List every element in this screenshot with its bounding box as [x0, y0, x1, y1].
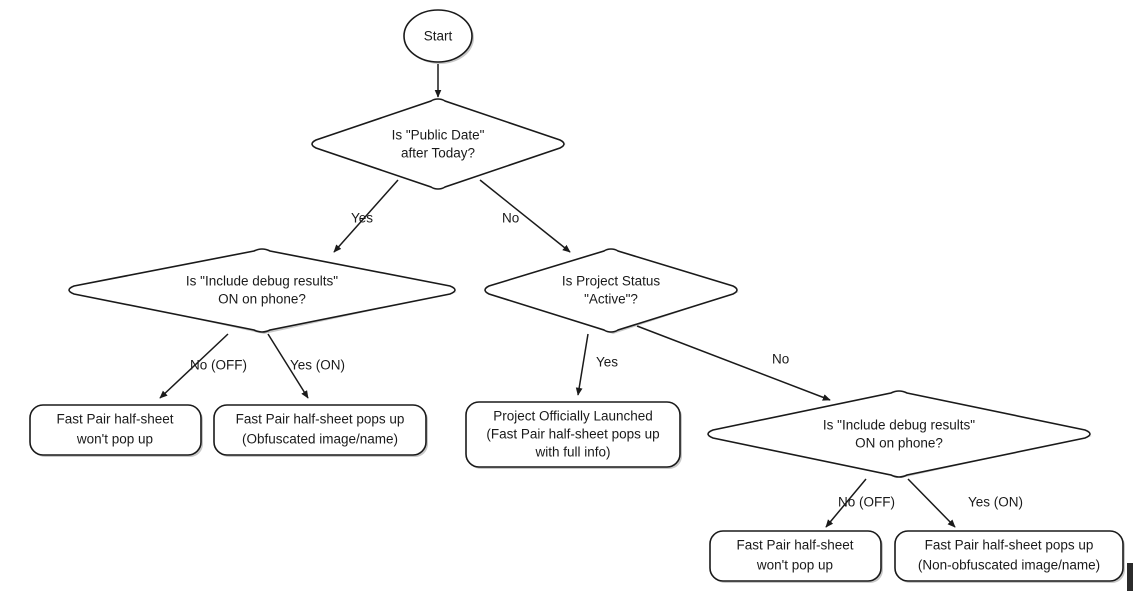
node-launched-result[interactable]: Project Officially Launched (Fast Pair h…	[465, 401, 682, 469]
node-debug-left-line1: Is "Include debug results"	[186, 274, 338, 289]
edge-label-project-status-yes: Yes	[596, 355, 618, 370]
node-debug-right-decision[interactable]: Is "Include debug results" ON on phone?	[707, 390, 1092, 478]
edge-debug-right-yes: Yes (ON)	[907, 478, 1023, 528]
edge-debug-right-no: No (OFF)	[825, 478, 895, 528]
node-public-date-line1: Is "Public Date"	[392, 128, 485, 143]
node-right-on-line1: Fast Pair half-sheet pops up	[925, 538, 1094, 553]
node-public-date-decision[interactable]: Is "Public Date" after Today?	[311, 98, 566, 190]
edge-public-date-no: No	[479, 179, 571, 253]
edge-debug-left-no: No (OFF)	[159, 333, 247, 399]
edge-label-public-date-yes: Yes	[351, 211, 373, 226]
node-left-off-result[interactable]: Fast Pair half-sheet won't pop up	[29, 404, 203, 457]
edge-label-public-date-no: No	[502, 211, 519, 226]
edge-label-debug-right-yes: Yes (ON)	[968, 495, 1023, 510]
node-debug-right-line2: ON on phone?	[855, 436, 943, 451]
node-right-on-line2: (Non-obfuscated image/name)	[918, 558, 1100, 573]
edge-label-project-status-no: No	[772, 352, 789, 367]
node-right-off-line2: won't pop up	[756, 558, 833, 573]
node-project-status-line1: Is Project Status	[562, 274, 661, 289]
page-edge-mark	[1127, 563, 1133, 591]
node-project-status-line2: "Active"?	[584, 292, 638, 307]
node-launched-line1: Project Officially Launched	[493, 409, 653, 424]
node-launched-line2: (Fast Pair half-sheet pops up	[486, 427, 659, 442]
edge-label-debug-right-no: No (OFF)	[838, 495, 895, 510]
node-left-on-line1: Fast Pair half-sheet pops up	[236, 412, 405, 427]
node-start-label: Start	[424, 29, 453, 44]
node-left-on-line2: (Obfuscated image/name)	[242, 432, 398, 447]
node-left-off-line2: won't pop up	[76, 432, 153, 447]
node-start[interactable]: Start	[403, 9, 474, 64]
node-right-on-result[interactable]: Fast Pair half-sheet pops up (Non-obfusc…	[894, 530, 1125, 583]
node-public-date-line2: after Today?	[401, 146, 475, 161]
node-right-off-result[interactable]: Fast Pair half-sheet won't pop up	[709, 530, 883, 583]
edge-label-debug-left-yes: Yes (ON)	[290, 358, 345, 373]
node-debug-left-line2: ON on phone?	[218, 292, 306, 307]
node-launched-line3: with full info)	[534, 445, 610, 460]
node-debug-right-line1: Is "Include debug results"	[823, 418, 975, 433]
node-right-off-line1: Fast Pair half-sheet	[736, 538, 853, 553]
edge-project-status-no: No	[636, 325, 831, 401]
edge-label-debug-left-no: No (OFF)	[190, 358, 247, 373]
edge-public-date-yes: Yes	[333, 179, 399, 253]
edge-debug-left-yes: Yes (ON)	[267, 333, 345, 399]
node-debug-left-decision[interactable]: Is "Include debug results" ON on phone?	[68, 248, 457, 334]
node-left-on-result[interactable]: Fast Pair half-sheet pops up (Obfuscated…	[213, 404, 428, 457]
node-left-off-line1: Fast Pair half-sheet	[56, 412, 173, 427]
node-project-status-decision[interactable]: Is Project Status "Active"?	[484, 248, 739, 334]
edge-project-status-yes: Yes	[575, 333, 618, 396]
